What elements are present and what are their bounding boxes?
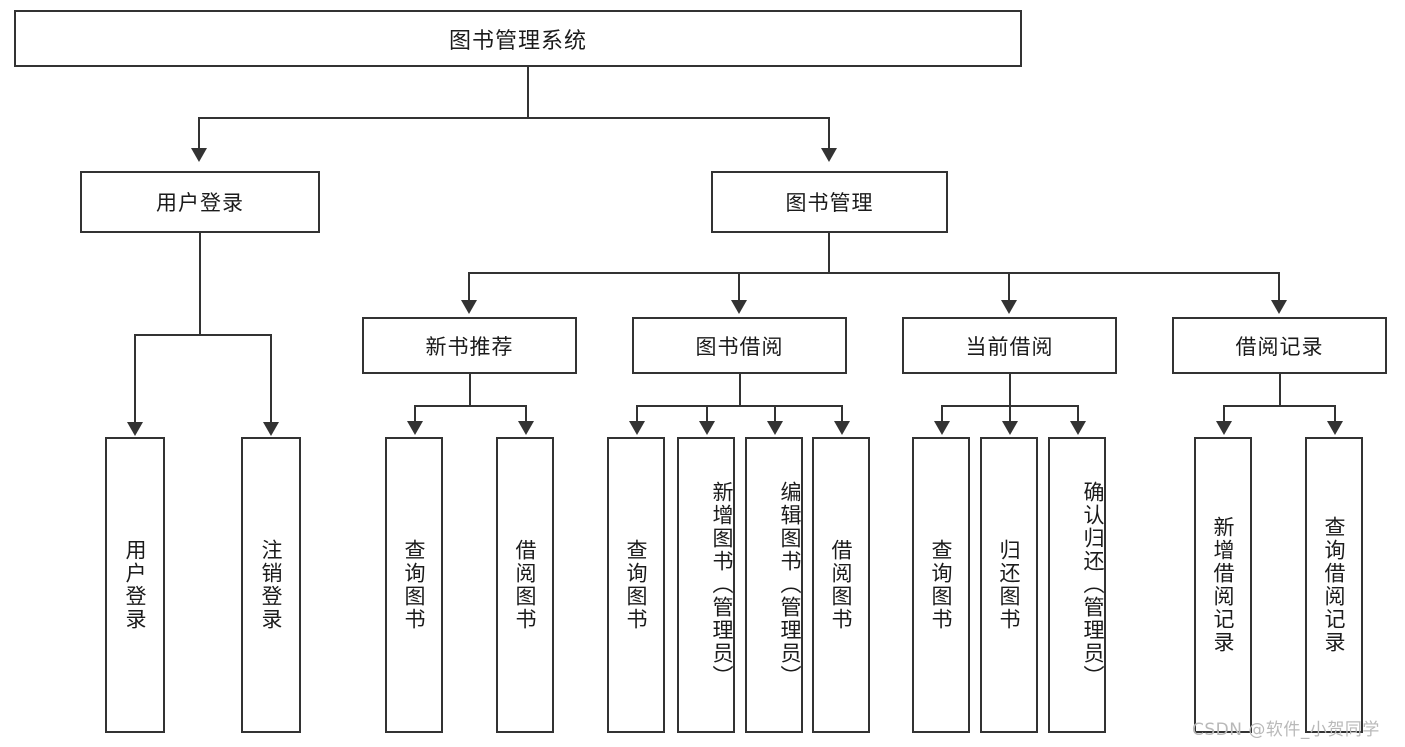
- node-new-book-rec[interactable]: 新书推荐: [362, 317, 577, 374]
- connector-drop-current-borrow: [1008, 272, 1010, 302]
- node-leaf-confirm-return[interactable]: 确认归还（管理员）: [1048, 437, 1106, 733]
- node-root-book-management-system[interactable]: 图书管理系统: [14, 10, 1022, 67]
- connector-drop-add-book: [706, 405, 708, 423]
- arrowhead-user-login: [191, 148, 207, 162]
- connector-drop-user-login: [198, 117, 200, 150]
- node-label: 新书推荐: [425, 334, 514, 359]
- node-label: 编辑图书（管理员）: [778, 480, 802, 688]
- arrowhead-new-book-rec: [461, 300, 477, 314]
- node-book-borrow[interactable]: 图书借阅: [632, 317, 847, 374]
- connector-current-borrow-trunk: [1009, 374, 1011, 405]
- connector-borrow-record-bus: [1223, 405, 1336, 407]
- connector-drop-query-book-2: [636, 405, 638, 423]
- node-label: 查询图书: [402, 539, 427, 631]
- arrowhead-leaf-logout: [263, 422, 279, 436]
- node-label: 新增借阅记录: [1211, 516, 1236, 654]
- connector-drop-return-book: [1009, 405, 1011, 423]
- node-leaf-query-book-3[interactable]: 查询图书: [912, 437, 970, 733]
- arrowhead-return-book: [1002, 421, 1018, 435]
- arrowhead-book-borrow: [731, 300, 747, 314]
- connector-borrow-record-trunk: [1279, 374, 1281, 405]
- arrowhead-query-book-2: [629, 421, 645, 435]
- arrowhead-current-borrow: [1001, 300, 1017, 314]
- arrowhead-book-manage: [821, 148, 837, 162]
- node-label: 查询图书: [929, 539, 954, 631]
- arrowhead-add-record: [1216, 421, 1232, 435]
- connector-book-borrow-trunk: [739, 374, 741, 405]
- node-leaf-add-book[interactable]: 新增图书（管理员）: [677, 437, 735, 733]
- node-label: 查询图书: [624, 539, 649, 631]
- connector-user-login-trunk: [199, 233, 201, 334]
- connector-book-manage-trunk: [828, 233, 830, 272]
- node-label: 确认归还（管理员）: [1081, 480, 1105, 688]
- node-leaf-logout[interactable]: 注销登录: [241, 437, 301, 733]
- node-label: 用户登录: [156, 191, 244, 215]
- node-leaf-borrow-book-1[interactable]: 借阅图书: [496, 437, 554, 733]
- connector-user-login-bus: [134, 334, 271, 336]
- connector-drop-leaf-logout: [270, 334, 272, 424]
- node-label: 借阅图书: [513, 539, 538, 631]
- arrowhead-add-book: [699, 421, 715, 435]
- arrowhead-query-record: [1327, 421, 1343, 435]
- connector-root-bus: [198, 117, 830, 119]
- node-current-borrow[interactable]: 当前借阅: [902, 317, 1117, 374]
- watermark-credit: CSDN @软件_小贺同学: [1192, 720, 1380, 740]
- connector-drop-borrow-record: [1278, 272, 1280, 302]
- connector-drop-query-record: [1334, 405, 1336, 423]
- node-label: 当前借阅: [965, 334, 1054, 359]
- connector-new-book-rec-bus: [414, 405, 527, 407]
- arrowhead-borrow-book-1: [518, 421, 534, 435]
- node-label: 图书借阅: [695, 334, 784, 359]
- connector-drop-new-book-rec: [468, 272, 470, 302]
- connector-drop-query-book-3: [941, 405, 943, 423]
- node-leaf-borrow-book-2[interactable]: 借阅图书: [812, 437, 870, 733]
- connector-drop-borrow-book-2: [841, 405, 843, 423]
- arrowhead-confirm-return: [1070, 421, 1086, 435]
- node-leaf-query-book-2[interactable]: 查询图书: [607, 437, 665, 733]
- node-label: 借阅图书: [829, 539, 854, 631]
- connector-drop-query-book-1: [414, 405, 416, 423]
- node-user-login[interactable]: 用户登录: [80, 171, 320, 233]
- node-label: 借阅记录: [1235, 334, 1324, 359]
- node-label: 归还图书: [997, 539, 1022, 631]
- arrowhead-query-book-3: [934, 421, 950, 435]
- arrowhead-leaf-user-login: [127, 422, 143, 436]
- node-label: 注销登录: [259, 539, 284, 631]
- connector-drop-confirm-return: [1077, 405, 1079, 423]
- connector-new-book-rec-trunk: [469, 374, 471, 405]
- connector-drop-leaf-user-login: [134, 334, 136, 424]
- node-leaf-query-record[interactable]: 查询借阅记录: [1305, 437, 1363, 733]
- node-label: 用户登录: [123, 539, 148, 631]
- arrowhead-edit-book: [767, 421, 783, 435]
- connector-drop-edit-book: [774, 405, 776, 423]
- connector-book-borrow-bus: [636, 405, 842, 407]
- connector-root-trunk: [527, 67, 529, 117]
- arrowhead-borrow-book-2: [834, 421, 850, 435]
- arrowhead-borrow-record: [1271, 300, 1287, 314]
- node-leaf-query-book-1[interactable]: 查询图书: [385, 437, 443, 733]
- connector-drop-borrow-book-1: [525, 405, 527, 423]
- node-leaf-add-record[interactable]: 新增借阅记录: [1194, 437, 1252, 733]
- node-book-manage[interactable]: 图书管理: [711, 171, 948, 233]
- connector-drop-book-borrow: [738, 272, 740, 302]
- connector-book-manage-bus: [468, 272, 1280, 274]
- node-leaf-user-login[interactable]: 用户登录: [105, 437, 165, 733]
- node-leaf-edit-book[interactable]: 编辑图书（管理员）: [745, 437, 803, 733]
- connector-drop-book-manage: [828, 117, 830, 150]
- node-label: 图书管理系统: [448, 28, 587, 54]
- connector-drop-add-record: [1223, 405, 1225, 423]
- node-label: 新增图书（管理员）: [710, 480, 734, 688]
- node-label: 查询借阅记录: [1322, 516, 1347, 654]
- node-leaf-return-book[interactable]: 归还图书: [980, 437, 1038, 733]
- node-label: 图书管理: [785, 191, 874, 215]
- node-borrow-record[interactable]: 借阅记录: [1172, 317, 1387, 374]
- arrowhead-query-book-1: [407, 421, 423, 435]
